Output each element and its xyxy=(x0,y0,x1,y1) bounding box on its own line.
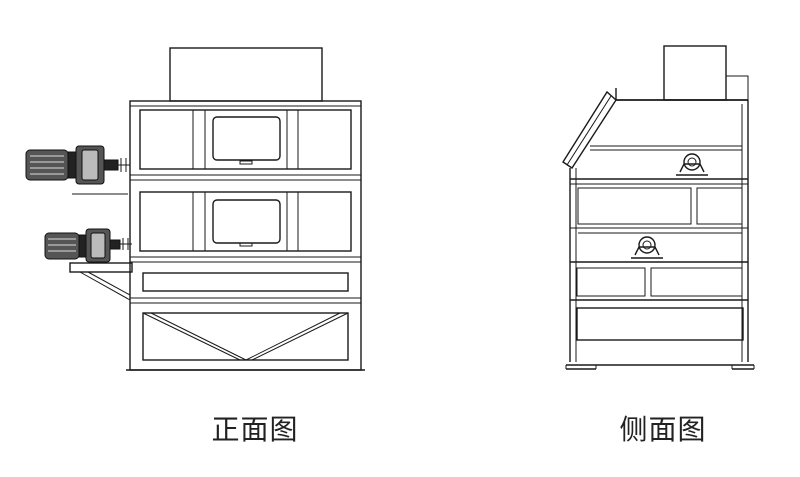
side-view xyxy=(562,45,755,370)
front-upper-module xyxy=(139,109,352,170)
side-mid-right-panel xyxy=(696,187,743,225)
side-mid-left-panel xyxy=(577,187,692,225)
front-lower-motor-icon xyxy=(44,228,132,263)
side-top-hopper xyxy=(663,45,727,101)
front-top-hopper xyxy=(169,47,323,102)
side-discharge-left xyxy=(576,267,646,297)
side-lower-roller-icon xyxy=(631,236,663,259)
front-discharge-band xyxy=(142,272,349,292)
side-bottom-box xyxy=(576,307,744,341)
side-main-frame xyxy=(569,99,749,362)
side-top-step xyxy=(725,75,749,101)
side-discharge-right xyxy=(650,267,743,297)
side-feed-chute xyxy=(562,90,617,169)
front-lower-handle xyxy=(239,242,253,247)
front-lower-window xyxy=(212,199,281,244)
front-view xyxy=(25,47,365,371)
front-bottom-hopper xyxy=(142,312,349,361)
side-upper-roller-icon xyxy=(676,153,708,176)
side-top-cap xyxy=(615,88,748,101)
front-motor-bracket xyxy=(69,262,133,301)
front-lower-module xyxy=(139,191,352,252)
side-view-caption: 侧面图 xyxy=(619,413,707,446)
front-main-frame xyxy=(129,100,362,371)
front-upper-motor-icon xyxy=(25,145,130,195)
front-view-caption: 正面图 xyxy=(211,413,299,446)
front-upper-handle xyxy=(239,160,253,165)
front-upper-window xyxy=(212,116,281,161)
